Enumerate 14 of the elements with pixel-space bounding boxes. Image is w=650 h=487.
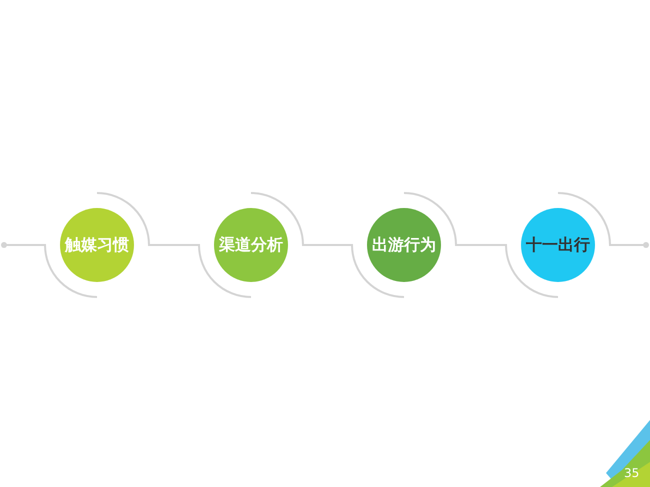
topic-circle (521, 208, 595, 282)
topic-circle (367, 208, 441, 282)
topic-title: 出游行为 (372, 234, 436, 256)
connector-line (404, 192, 558, 298)
connector-line (96, 192, 252, 298)
connector-line (250, 192, 404, 298)
topic-title: 十一出行 (526, 234, 590, 256)
page-number: 35 (624, 466, 640, 480)
connector-line (558, 192, 649, 248)
topic-title: 触媒习惯 (65, 234, 129, 256)
topic-circle (214, 208, 288, 282)
connector-line (1, 242, 98, 298)
topic-title: 渠道分析 (219, 234, 283, 256)
topic-circle (60, 208, 134, 282)
